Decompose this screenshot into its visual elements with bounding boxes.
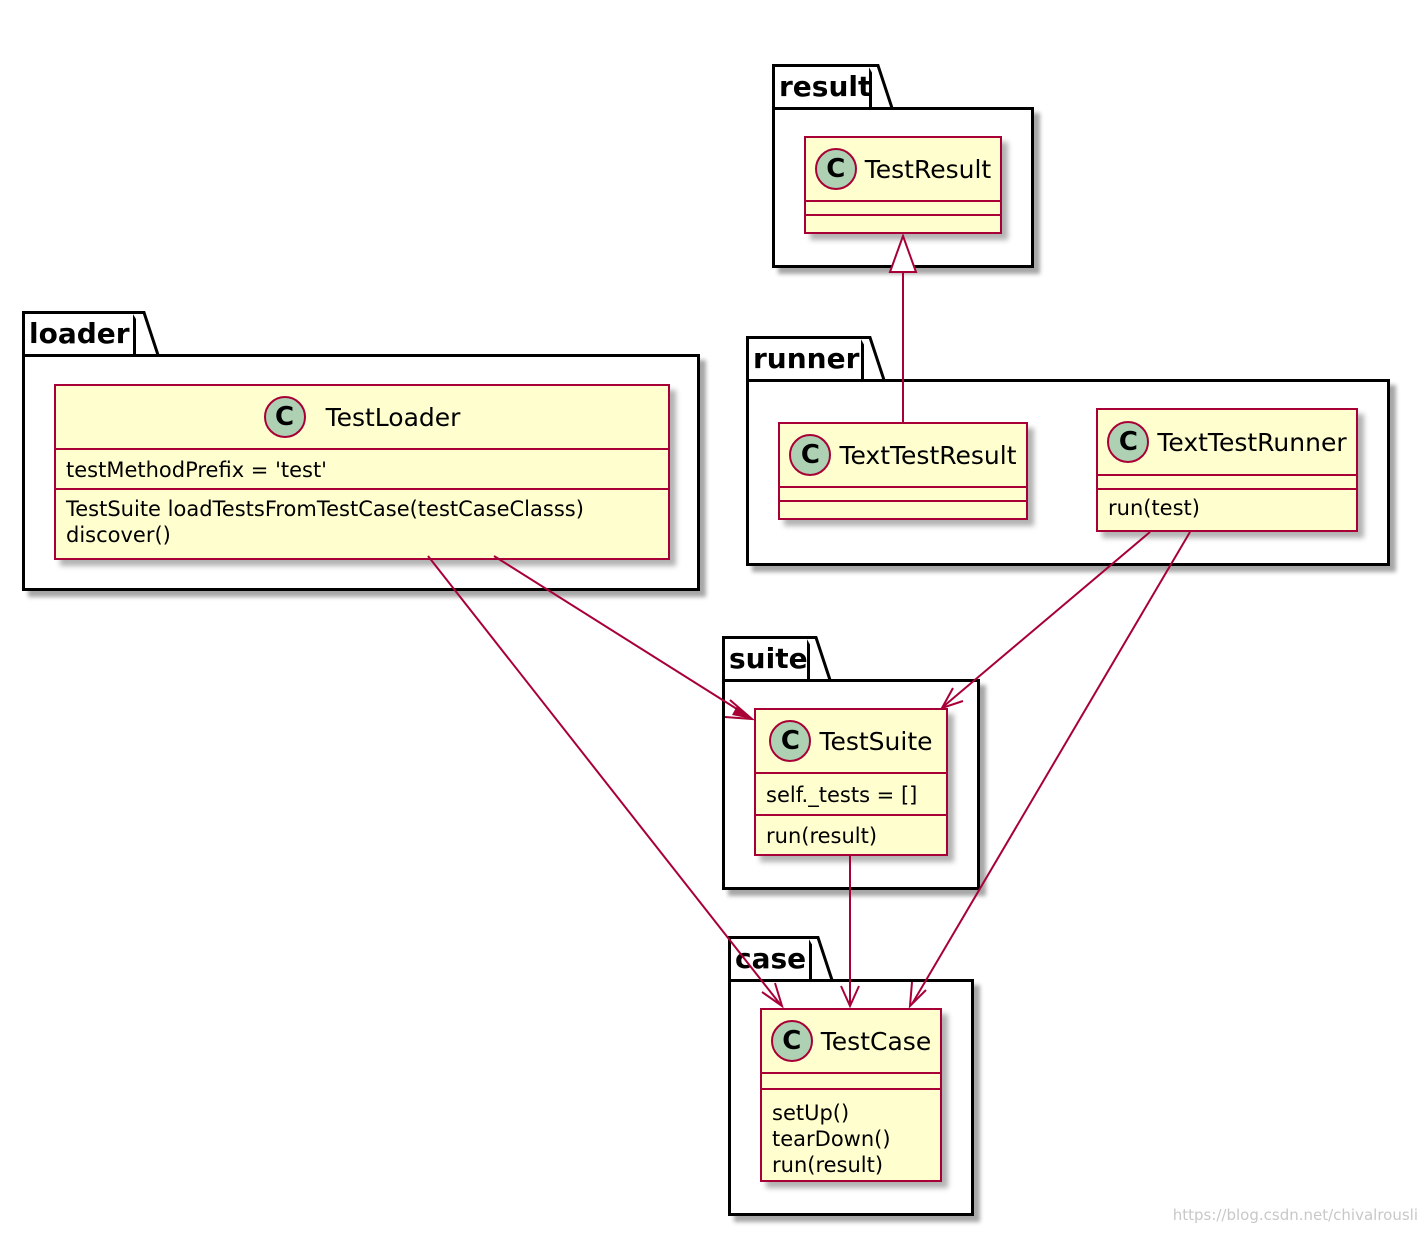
class-name: TestResult xyxy=(864,154,992,184)
tab-corner xyxy=(868,64,894,109)
class-header: C TestCase xyxy=(762,1010,940,1074)
class-test-case: C TestCase setUp() tearDown() run(result… xyxy=(760,1008,942,1182)
package-label: result xyxy=(772,64,872,110)
class-methods xyxy=(780,502,1026,518)
class-methods: TestSuite loadTestsFromTestCase(testCase… xyxy=(56,490,668,548)
class-fields xyxy=(762,1074,940,1090)
class-name: TestSuite xyxy=(819,726,933,756)
package-label: runner xyxy=(746,336,864,382)
field: self._tests = [] xyxy=(766,783,918,807)
method: setUp() xyxy=(772,1101,850,1125)
class-fields xyxy=(806,202,1000,216)
class-fields: self._tests = [] xyxy=(756,774,946,816)
class-name: TestLoader xyxy=(325,402,461,432)
method: run(result) xyxy=(772,1153,884,1177)
class-name: TestCase xyxy=(820,1026,932,1056)
class-c-icon: C xyxy=(770,1020,813,1062)
class-name: TextTestResult xyxy=(839,440,1017,470)
class-c-icon: C xyxy=(769,720,812,762)
class-test-suite: C TestSuite self._tests = [] run(result) xyxy=(754,708,948,856)
field: testMethodPrefix = 'test' xyxy=(66,458,327,482)
class-text-test-result: C TextTestResult xyxy=(778,422,1028,520)
method: discover() xyxy=(66,523,171,547)
class-c-icon: C xyxy=(263,396,306,438)
tab-corner xyxy=(806,636,832,681)
package-label: suite xyxy=(722,636,810,682)
class-c-icon: C xyxy=(1107,421,1150,463)
tab-corner xyxy=(860,336,886,381)
class-fields: testMethodPrefix = 'test' xyxy=(56,450,668,490)
method: run(result) xyxy=(766,824,878,848)
class-fields xyxy=(1098,476,1356,490)
class-methods: run(test) xyxy=(1098,490,1356,521)
package-label: loader xyxy=(22,311,136,357)
package-label: case xyxy=(728,936,812,982)
class-header: C TestLoader xyxy=(56,386,668,450)
class-methods xyxy=(806,216,1000,232)
class-methods: run(result) xyxy=(756,816,946,849)
class-text-test-runner: C TextTestRunner run(test) xyxy=(1096,408,1358,532)
class-header: C TestSuite xyxy=(756,710,946,774)
class-header: C TextTestResult xyxy=(780,424,1026,488)
tab-corner xyxy=(132,311,160,356)
class-fields xyxy=(780,488,1026,502)
class-header: C TestResult xyxy=(806,138,1000,202)
class-c-icon: C xyxy=(814,148,857,190)
class-test-result: C TestResult xyxy=(804,136,1002,234)
method: run(test) xyxy=(1108,496,1200,520)
class-header: C TextTestRunner xyxy=(1098,410,1356,476)
class-test-loader: C TestLoader testMethodPrefix = 'test' T… xyxy=(54,384,670,560)
class-name: TextTestRunner xyxy=(1157,427,1347,457)
class-c-icon: C xyxy=(789,434,832,476)
method: TestSuite loadTestsFromTestCase(testCase… xyxy=(66,497,584,521)
watermark: https://blog.csdn.net/chivalrousli xyxy=(1172,1206,1418,1224)
tab-corner xyxy=(808,936,834,981)
class-methods: setUp() tearDown() run(result) xyxy=(762,1090,940,1178)
method: tearDown() xyxy=(772,1127,891,1151)
